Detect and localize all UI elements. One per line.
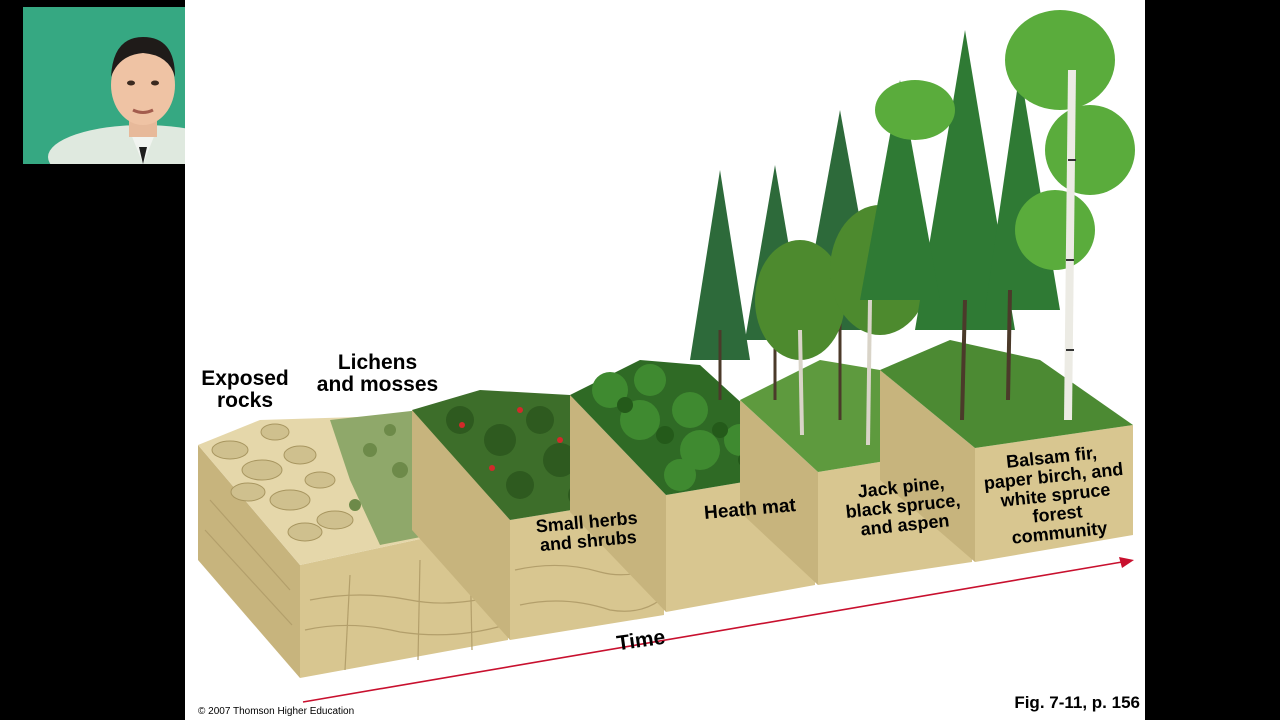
figure-reference: Fig. 7-11, p. 156	[995, 694, 1140, 712]
label-exposed-rocks: Exposed rocks	[190, 368, 300, 412]
copyright-text: © 2007 Thomson Higher Education	[198, 707, 354, 718]
label-lichens-mosses: Lichens and mosses	[305, 352, 450, 396]
label-balsam-fir: Balsam fir, paper birch, and white spruc…	[964, 439, 1148, 551]
